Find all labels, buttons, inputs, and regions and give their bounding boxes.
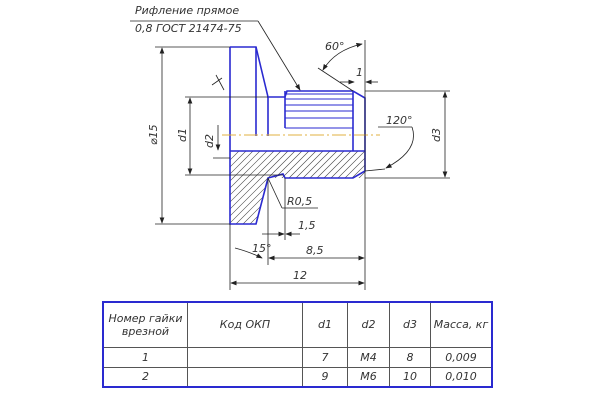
- cell: 7: [302, 346, 348, 368]
- cell: 10: [389, 366, 431, 388]
- hatch-line: [230, 178, 268, 224]
- hatch-line: [367, 140, 467, 240]
- hatch-line: [230, 178, 268, 224]
- hatch-line: [260, 151, 289, 178]
- hatch-line: [374, 140, 474, 240]
- dim-8-5-label: 8,5: [306, 244, 324, 257]
- cell: 0,009: [430, 346, 493, 368]
- cell: 1: [102, 346, 188, 368]
- hatch-line: [388, 140, 488, 240]
- dim-1-label: 1: [356, 66, 363, 79]
- cell: [187, 346, 303, 368]
- nut-spec-table: Номер гайки врезной Код ОКП d1 d2 d3 Мас…: [102, 301, 493, 388]
- hatch-line: [337, 151, 365, 178]
- cell: 9: [302, 366, 348, 388]
- table-row: 2 9 M6 10 0,010: [102, 366, 493, 388]
- hatch-line: [281, 151, 310, 178]
- dim-12-label: 12: [293, 269, 307, 282]
- header-cell: Номер гайки врезной: [102, 301, 188, 348]
- hatch-line: [402, 140, 502, 240]
- hatch-line: [381, 140, 481, 240]
- hatch-line: [402, 140, 502, 240]
- header-cell: d2: [347, 301, 390, 348]
- hatch-line: [416, 140, 516, 240]
- hatch-line: [302, 151, 331, 178]
- dimension-lines: [130, 20, 450, 290]
- hatch-line: [230, 151, 247, 168]
- hatch-line: [230, 151, 254, 175]
- hatch-line: [295, 151, 324, 178]
- hatch-line: [246, 151, 275, 178]
- hatch-line: [416, 140, 516, 240]
- hatch-line: [230, 178, 268, 224]
- hatch-line: [230, 178, 268, 224]
- hatch-line: [230, 151, 240, 161]
- knurling: [285, 93, 353, 129]
- hatch-line: [353, 140, 453, 240]
- d3-label: d3: [430, 128, 443, 142]
- header-cell: Код ОКП: [187, 301, 303, 348]
- angle-15-label: 15°: [252, 242, 272, 255]
- hatch-line: [409, 140, 509, 240]
- cell: M6: [347, 366, 390, 388]
- hatch-line: [274, 151, 303, 178]
- d2-label: d2: [203, 134, 216, 148]
- cell: 2: [102, 366, 188, 388]
- table-header-row: Номер гайки врезной Код ОКП d1 d2 d3 Мас…: [102, 301, 493, 348]
- section-hatching: [230, 140, 516, 240]
- hatch-line: [353, 140, 453, 240]
- knurling-note-line2: 0,8 ГОСТ 21474-75: [135, 22, 242, 35]
- hatch-line: [381, 140, 481, 240]
- knurling-note-line1: Рифление прямое: [135, 4, 239, 17]
- hatch-line: [253, 151, 282, 178]
- table-row: 1 7 M4 8 0,009: [102, 346, 493, 368]
- cell: M4: [347, 346, 390, 368]
- hatch-line: [232, 151, 261, 178]
- header-cell: d1: [302, 301, 348, 348]
- angle-60-label: 60°: [325, 40, 345, 53]
- hatch-line: [267, 151, 296, 178]
- hatch-line: [323, 151, 352, 178]
- hatch-line: [409, 140, 509, 240]
- hatch-line: [309, 151, 338, 178]
- angle-120-label: 120°: [386, 114, 413, 127]
- d1-label: d1: [176, 128, 189, 142]
- radius-label: R0,5: [287, 195, 312, 208]
- dim-1-5-label: 1,5: [298, 219, 316, 232]
- hatch-line: [230, 178, 268, 224]
- hatch-line: [330, 151, 359, 178]
- header-cell: Масса, кг: [430, 301, 493, 348]
- cell: 8: [389, 346, 431, 368]
- diameter-15-label: ⌀15: [147, 124, 160, 145]
- hatch-line: [288, 151, 317, 178]
- hatch-line: [388, 140, 488, 240]
- hatch-line: [316, 151, 345, 178]
- cell: [187, 366, 303, 388]
- cell: 0,010: [430, 366, 493, 388]
- header-cell: d3: [389, 301, 431, 348]
- hatch-line: [239, 151, 268, 178]
- hatch-line: [374, 140, 474, 240]
- hatch-line: [367, 140, 467, 240]
